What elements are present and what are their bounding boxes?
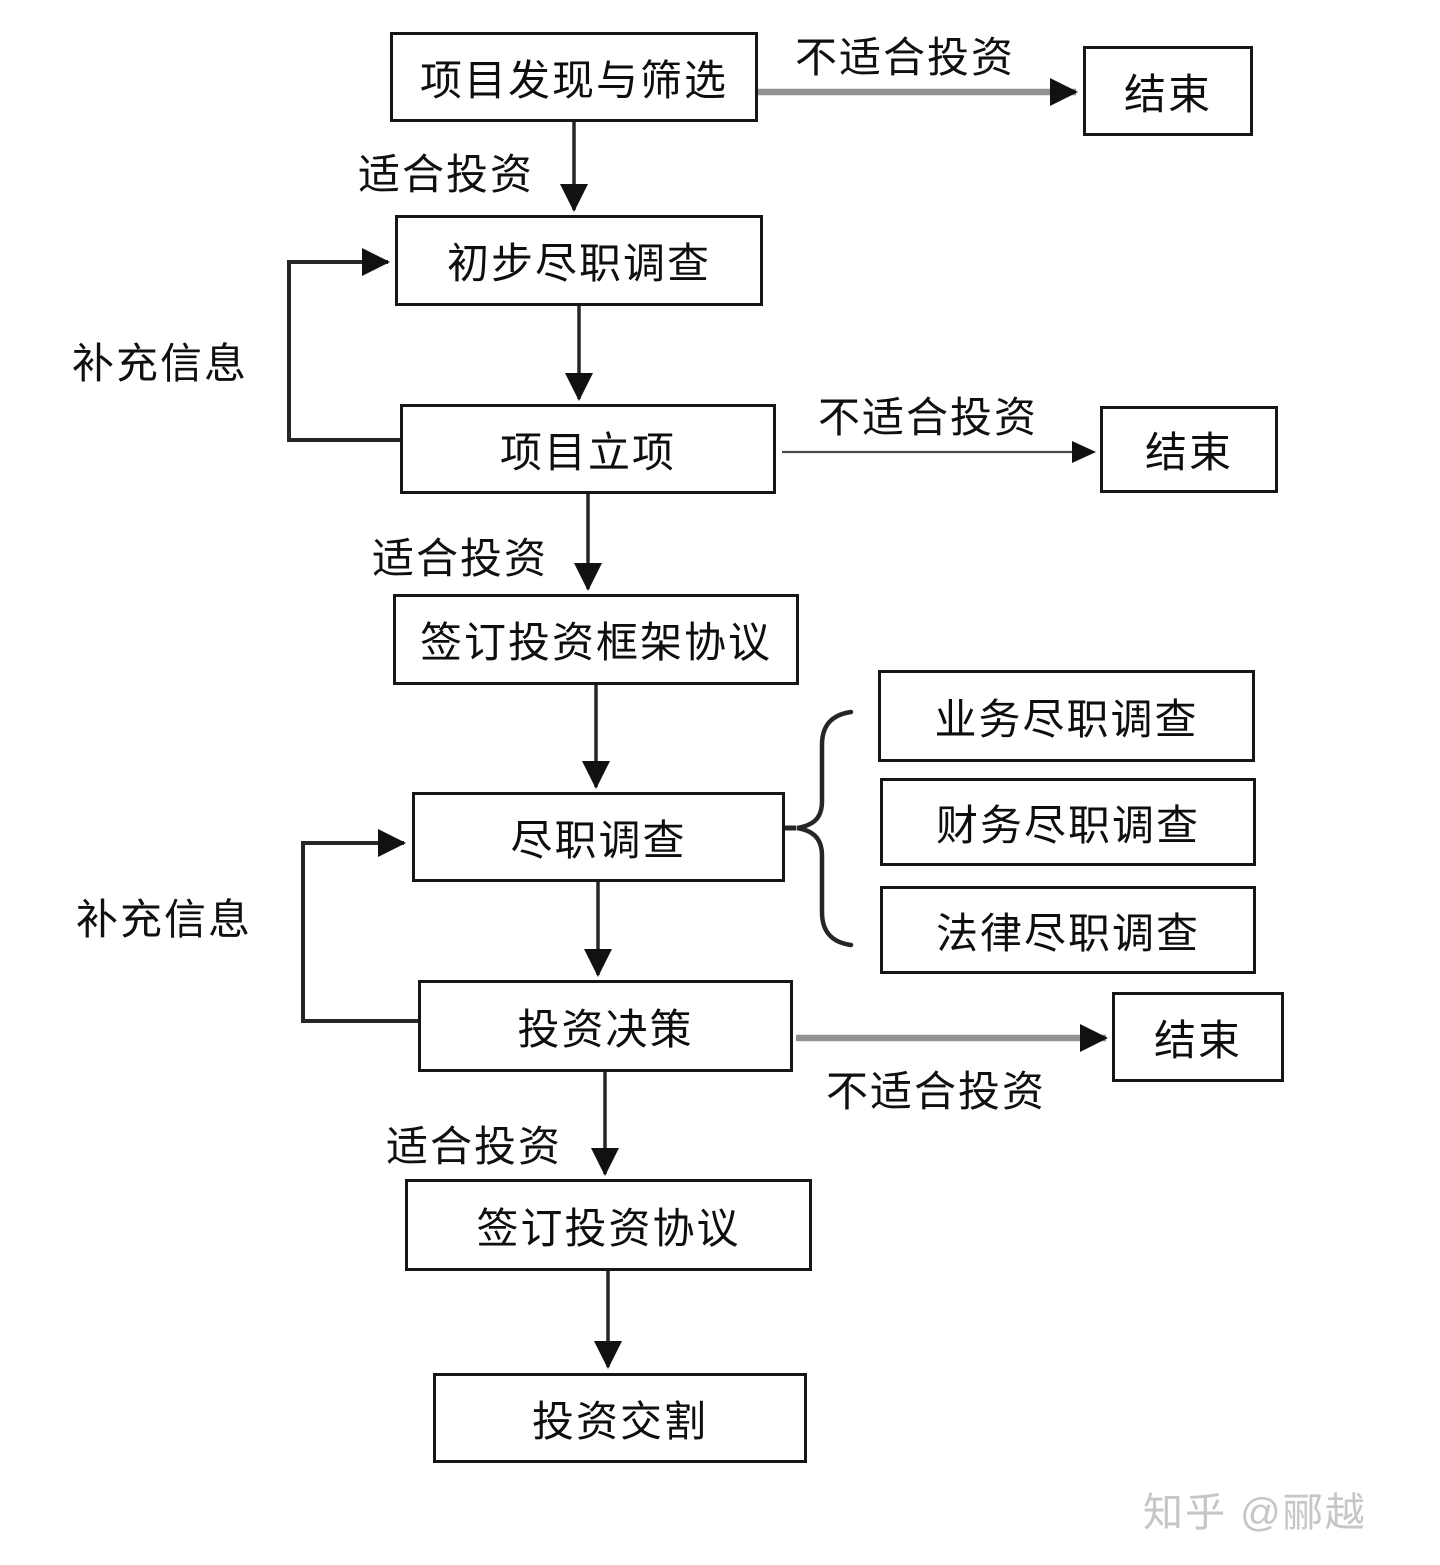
label-unfit-2: 不适合投资 (818, 394, 1039, 441)
node-investment-decision: 投资决策 (418, 980, 793, 1072)
node-preliminary-due-diligence: 初步尽职调查 (395, 215, 763, 306)
node-end-3: 结束 (1112, 992, 1284, 1082)
loop-approval-to-prelim (287, 248, 400, 442)
zhihu-watermark: 知乎 @郦越 (1143, 1491, 1367, 1535)
node-financial-due-diligence: 财务尽职调查 (880, 778, 1256, 866)
label-unfit-3: 不适合投资 (826, 1068, 1047, 1115)
loop-decision-to-dd (301, 829, 418, 1023)
node-investment-agreement: 签订投资协议 (405, 1179, 812, 1271)
label-supplement-1: 补充信息 (72, 340, 249, 387)
label-fit-3: 适合投资 (386, 1123, 563, 1170)
node-project-approval: 项目立项 (400, 404, 776, 494)
node-end-2: 结束 (1100, 406, 1278, 493)
node-end-1: 结束 (1083, 46, 1253, 136)
node-legal-due-diligence: 法律尽职调查 (880, 886, 1256, 974)
label-unfit-1: 不适合投资 (795, 34, 1016, 81)
node-investment-closing: 投资交割 (433, 1373, 807, 1463)
node-project-discovery: 项目发现与筛选 (390, 32, 758, 122)
node-framework-agreement: 签订投资框架协议 (393, 594, 799, 685)
label-supplement-2: 补充信息 (76, 896, 253, 943)
node-business-due-diligence: 业务尽职调查 (878, 670, 1255, 762)
dd-brace (796, 709, 854, 948)
node-due-diligence: 尽职调查 (412, 792, 785, 882)
label-fit-2: 适合投资 (372, 535, 549, 582)
label-fit-1: 适合投资 (358, 151, 535, 198)
